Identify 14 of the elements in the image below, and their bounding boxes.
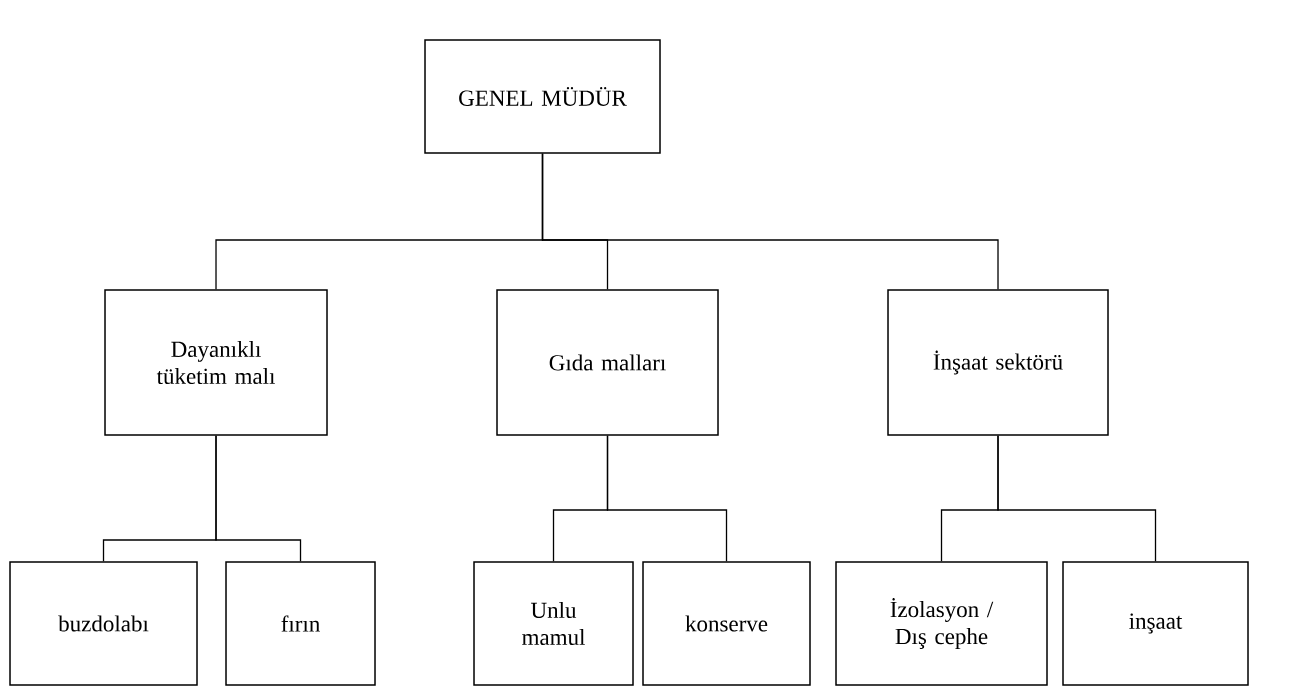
org-box: konserve xyxy=(642,561,811,686)
connector-line xyxy=(215,435,302,562)
org-box: İzolasyon / Dış cephe xyxy=(835,561,1048,686)
org-box: inşaat xyxy=(1062,561,1249,686)
connector-line xyxy=(606,435,728,562)
org-box: fırın xyxy=(225,561,376,686)
org-box: Unlu mamul xyxy=(473,561,634,686)
org-box: İnşaat sektörü xyxy=(887,289,1109,436)
org-box: Gıda malları xyxy=(496,289,719,436)
org-box: Dayanıklı tüketim malı xyxy=(104,289,328,436)
connector-line xyxy=(541,153,999,290)
org-box: GENEL MÜDÜR xyxy=(424,39,661,154)
connector-line xyxy=(997,435,1157,562)
org-box: buzdolabı xyxy=(9,561,198,686)
